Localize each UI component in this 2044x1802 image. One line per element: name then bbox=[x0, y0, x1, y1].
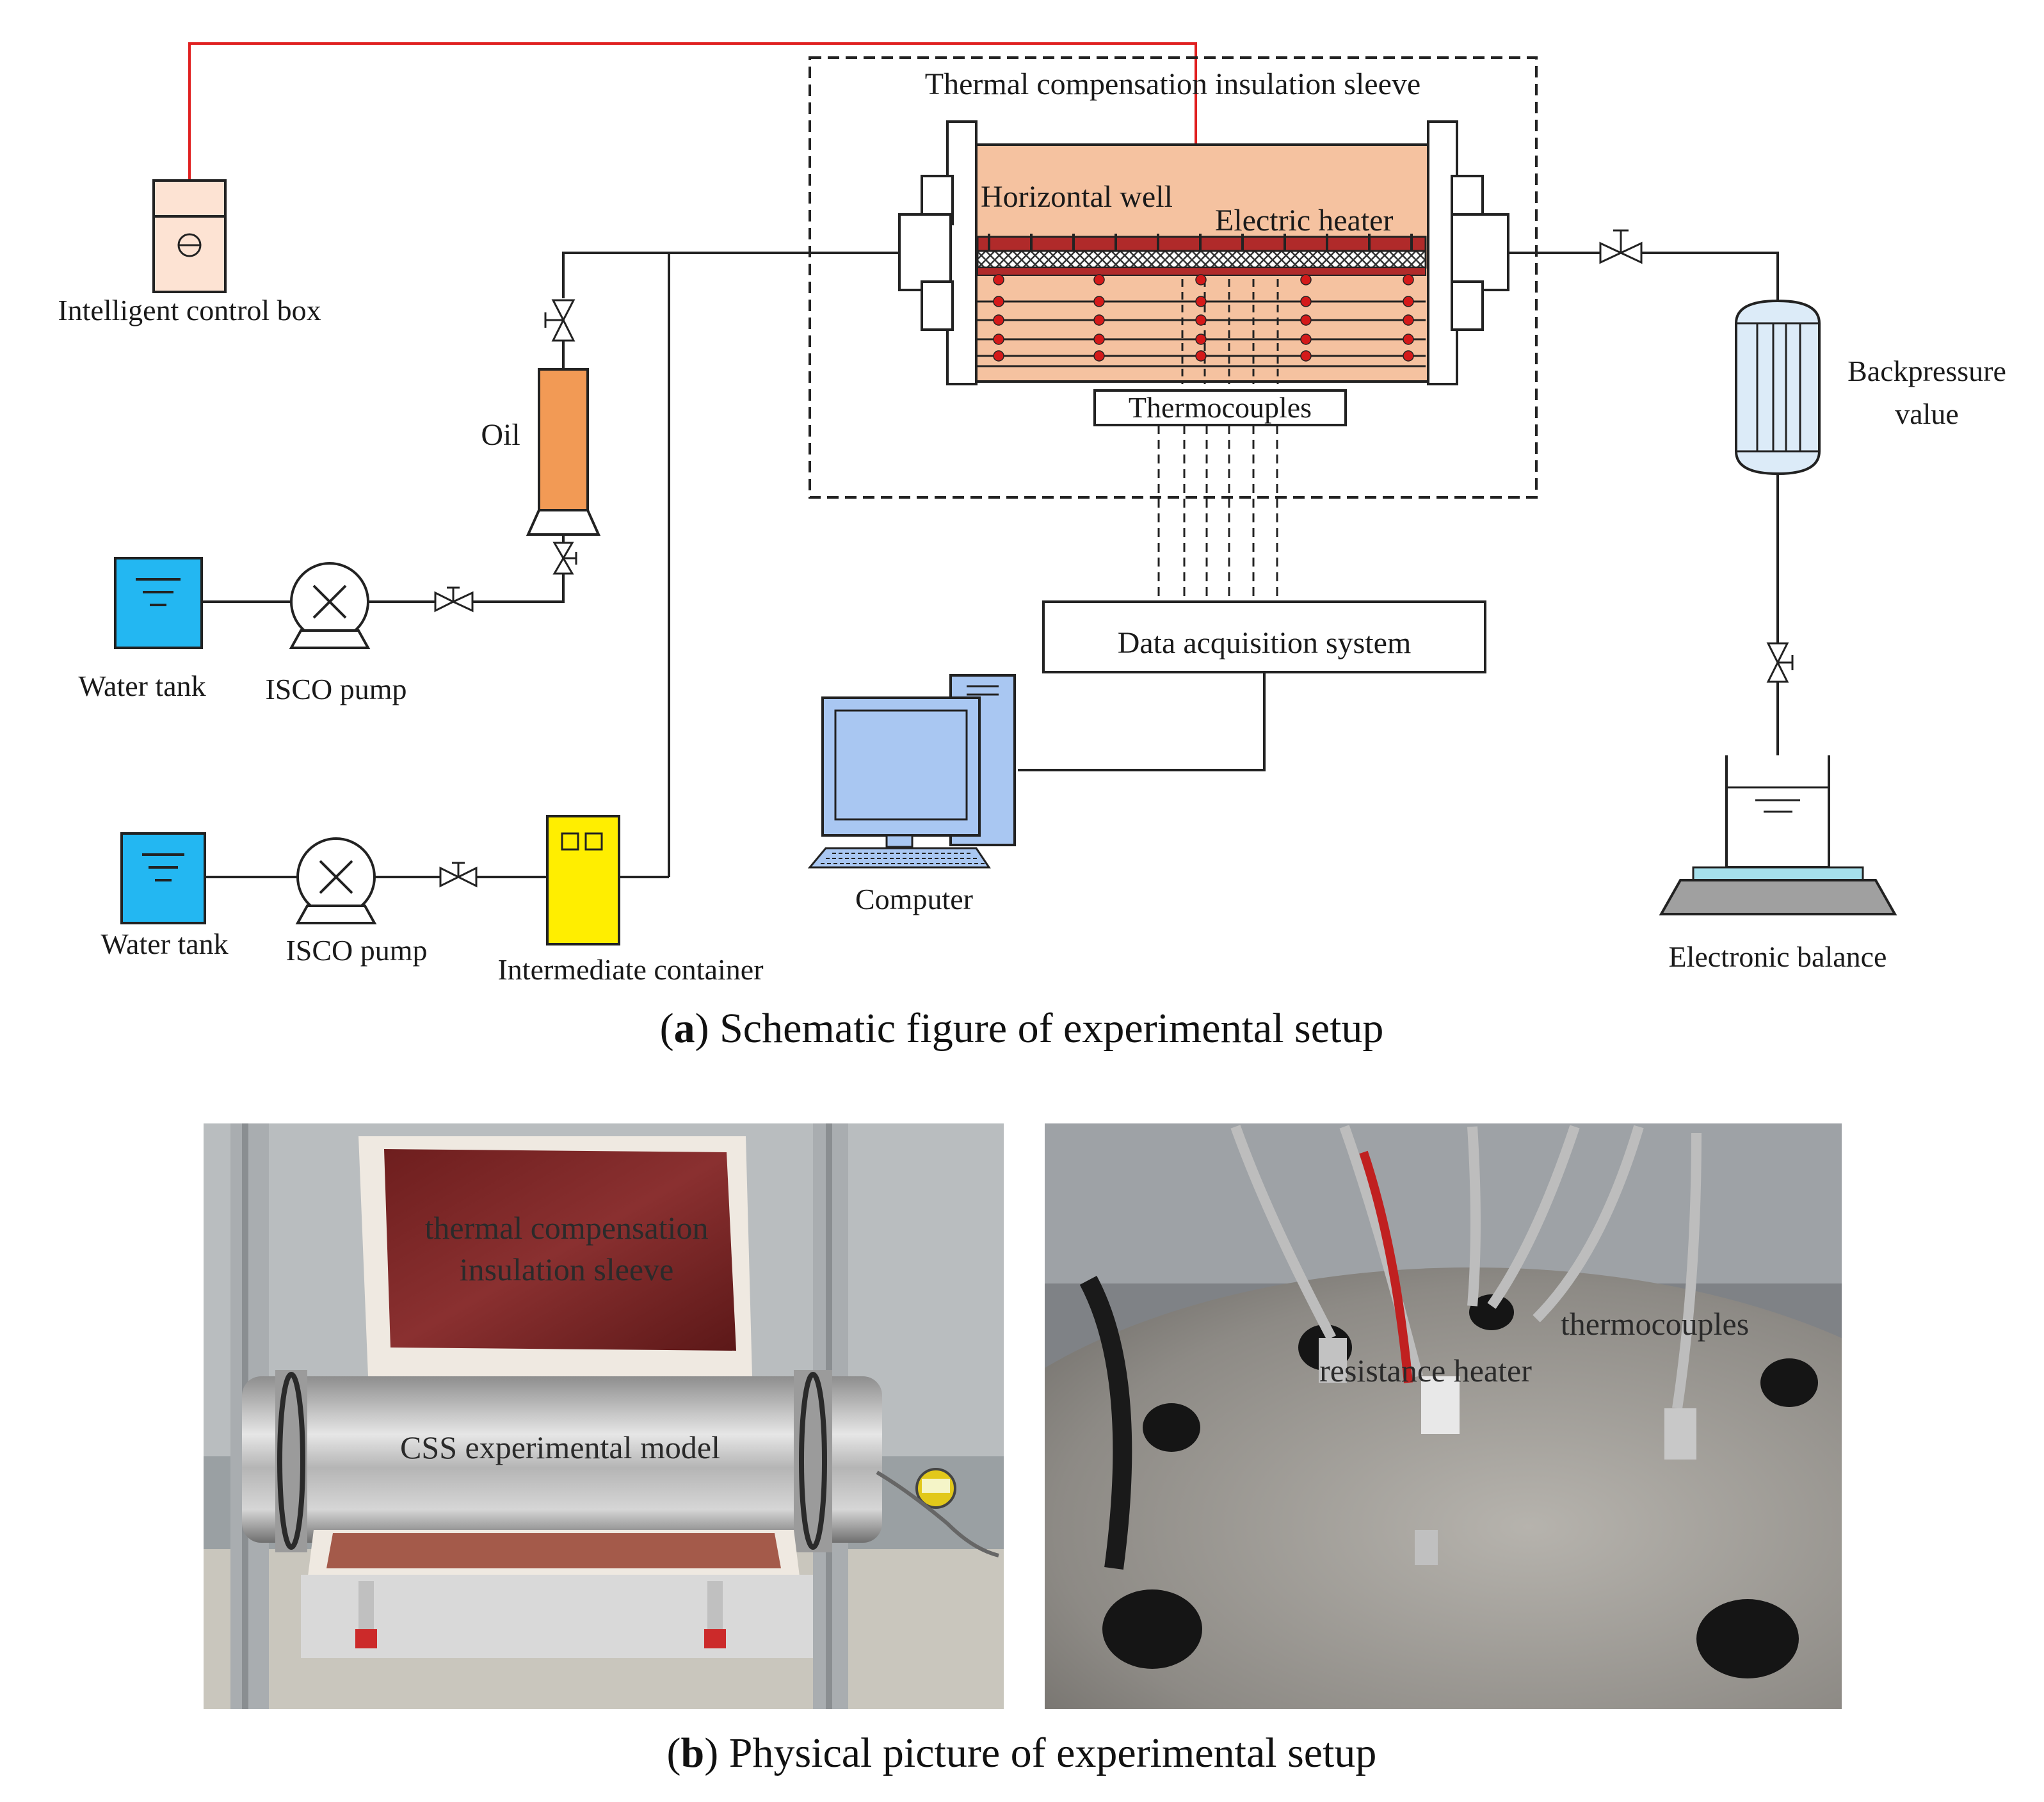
electric-heater-label: Electric heater bbox=[1215, 204, 1393, 237]
isco-pump-1-label: ISCO pump bbox=[265, 673, 406, 705]
computer-label: Computer bbox=[855, 883, 973, 915]
backpressure-valve: Backpressure value bbox=[1735, 299, 2006, 476]
data-acquisition-label: Data acquisition system bbox=[1118, 626, 1412, 660]
backpressure-label-1: Backpressure bbox=[1847, 355, 2006, 387]
oil-label: Oil bbox=[481, 418, 520, 452]
thermocouple-dots bbox=[993, 274, 1414, 362]
caption-b-text: Physical picture of experimental setup bbox=[729, 1730, 1377, 1776]
electronic-balance: Electronic balance bbox=[1659, 755, 1897, 973]
isco-pump-1: ISCO pump bbox=[265, 562, 407, 705]
photo-right: thermocouples resistance heater bbox=[1045, 1123, 1842, 1709]
thermocouples-box bbox=[1093, 389, 1347, 426]
oil-inlet-valve bbox=[544, 299, 575, 342]
pump-2-valve bbox=[439, 862, 478, 888]
photo-right-label-2: resistance heater bbox=[1319, 1353, 1532, 1388]
backpressure-label-2: value bbox=[1895, 398, 1959, 430]
caption-a-letter: a bbox=[674, 1005, 695, 1052]
caption-b: (b) Physical picture of experimental set… bbox=[667, 1730, 1377, 1776]
water-tank-2-label: Water tank bbox=[101, 928, 228, 960]
isco-pump-2-label: ISCO pump bbox=[286, 934, 427, 967]
computer-icon: Computer bbox=[807, 674, 1016, 915]
water-tank-1: Water tank bbox=[78, 557, 206, 702]
outlet-valve bbox=[1599, 229, 1643, 264]
control-box-label: Intelligent control box bbox=[58, 294, 321, 326]
oil-cylinder: Oil bbox=[481, 368, 601, 536]
photo-left-label-2: insulation sleeve bbox=[460, 1251, 674, 1287]
caption-b-letter: b bbox=[681, 1730, 705, 1776]
balance-label: Electronic balance bbox=[1669, 940, 1887, 973]
oil-outlet-valve bbox=[552, 542, 577, 575]
inlet-line bbox=[562, 252, 899, 298]
caption-a: (a) Schematic figure of experimental set… bbox=[660, 1005, 1384, 1052]
photo-left: thermal compensation insulation sleeve C… bbox=[204, 1123, 1004, 1709]
horizontal-model: Horizontal well Electric heater bbox=[898, 120, 1509, 385]
pump-1-valve bbox=[434, 586, 474, 613]
caption-a-text: Schematic figure of experimental setup bbox=[720, 1005, 1383, 1052]
horizontal-well-label: Horizontal well bbox=[981, 180, 1173, 214]
schematic-panel: Intelligent control box Thermal compensa… bbox=[58, 42, 2006, 1052]
intermediate-container-label: Intermediate container bbox=[497, 953, 763, 986]
water-tank-2: Water tank bbox=[101, 832, 229, 960]
horizontal-well-mesh bbox=[976, 250, 1427, 269]
intelligent-control-box: Intelligent control box bbox=[58, 179, 321, 326]
photo-left-label-3: CSS experimental model bbox=[400, 1429, 720, 1465]
balance-valve bbox=[1766, 642, 1794, 683]
photo-right-label-1: thermocouples bbox=[1561, 1306, 1749, 1342]
insulation-sleeve-boundary bbox=[809, 56, 1538, 499]
sleeve-label: Thermal compensation insulation sleeve bbox=[925, 67, 1420, 101]
water-tank-1-label: Water tank bbox=[78, 670, 205, 702]
isco-pump-2: ISCO pump bbox=[286, 837, 428, 967]
thermocouple-leads bbox=[1157, 425, 1278, 602]
photo-left-label-1: thermal compensation bbox=[425, 1210, 709, 1246]
thermocouples-label: Thermocouples bbox=[1129, 391, 1312, 424]
intermediate-container: Intermediate container bbox=[497, 815, 764, 986]
